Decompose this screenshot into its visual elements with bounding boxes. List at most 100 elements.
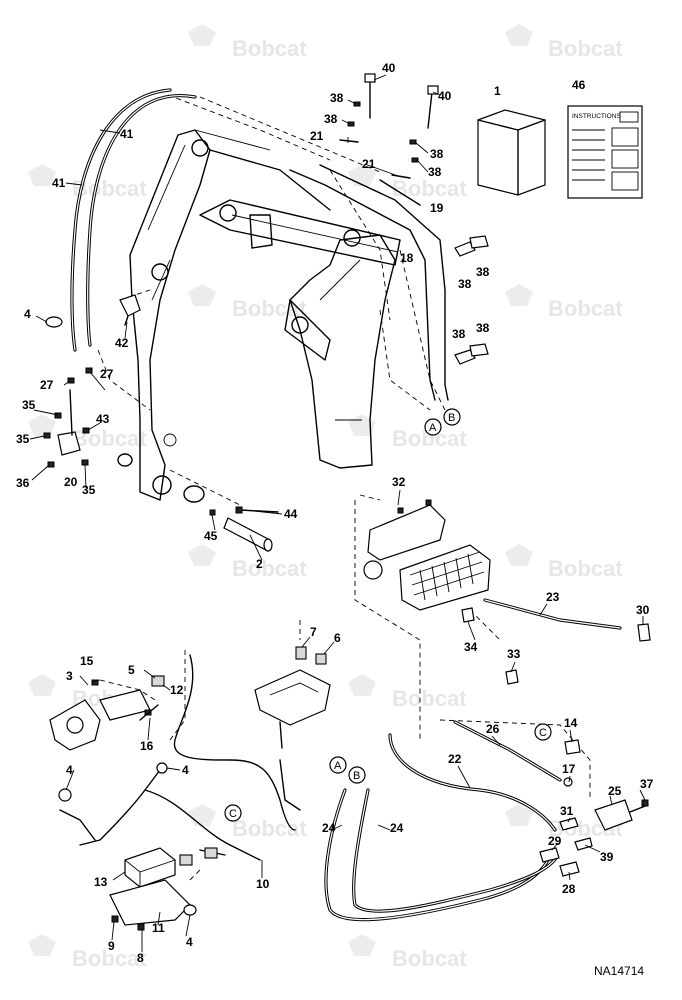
callout: 38	[428, 165, 442, 179]
svg-text:Bobcat: Bobcat	[232, 556, 307, 581]
instructions-label: INSTRUCTIONS	[572, 113, 621, 120]
callout: 32	[392, 475, 406, 489]
callout: 39	[600, 850, 614, 864]
callout: 46	[572, 78, 586, 92]
connector-c-right: C	[534, 723, 552, 741]
hose-41-pair	[70, 88, 197, 352]
watermark-logo: Bobcat	[188, 24, 307, 61]
callout: 8	[137, 951, 144, 965]
watermark-logo: Bobcat	[505, 284, 623, 321]
svg-text:B: B	[448, 412, 455, 424]
callout: 7	[310, 625, 317, 639]
callout: 1	[494, 84, 501, 98]
drawing-reference-code: NA14714	[594, 964, 644, 978]
callout: 40	[382, 61, 396, 75]
leader-lines	[29, 74, 646, 952]
callout: 18	[400, 251, 414, 265]
connector-a-upper: A	[424, 418, 442, 436]
watermark-logo: Bobcat	[348, 934, 467, 971]
instructions-sheet: INSTRUCTIONS	[567, 105, 643, 199]
fittings-29-31-28-39	[539, 817, 593, 877]
hose-26	[453, 720, 562, 782]
callout: 38	[452, 327, 466, 341]
callout: 24	[322, 821, 336, 835]
callout: 29	[548, 834, 562, 848]
callout: 15	[80, 654, 94, 668]
control-valve	[363, 499, 491, 623]
callout: 38	[330, 91, 344, 105]
connector-b-upper: B	[443, 408, 461, 426]
callout: 28	[562, 882, 576, 896]
callout: 38	[476, 265, 490, 279]
clip-4-top	[45, 316, 63, 328]
watermark-logo: Bobcat	[188, 284, 307, 321]
callout: 21	[362, 157, 376, 171]
svg-text:Bobcat: Bobcat	[548, 296, 623, 321]
o-ring	[117, 453, 205, 503]
fitting-33	[505, 669, 519, 685]
controller-13	[124, 847, 176, 888]
fitting-30	[637, 623, 651, 642]
callout: 20	[64, 475, 78, 489]
callout: 40	[438, 89, 452, 103]
watermark-logo: Bobcat	[28, 934, 147, 971]
svg-text:Bobcat: Bobcat	[232, 36, 307, 61]
callout: 21	[310, 129, 324, 143]
watermark-logo: Bobcat	[505, 24, 623, 61]
callout: 14	[564, 716, 578, 730]
callout: 44	[284, 507, 298, 521]
callout: 11	[152, 921, 165, 935]
clamp-38-lower	[454, 343, 489, 365]
callout: 38	[430, 147, 444, 161]
callout-labels: 1 46 40 40 38 38 21 38 38 21 19 18 38 38…	[16, 61, 654, 965]
callout: 34	[464, 640, 478, 654]
svg-text:C: C	[229, 808, 237, 820]
svg-text:Bobcat: Bobcat	[548, 36, 623, 61]
watermark-logo: Bobcat	[505, 544, 623, 581]
callout: 3	[66, 669, 73, 683]
callout: 42	[115, 336, 129, 350]
callout: 35	[16, 432, 30, 446]
callout: 33	[507, 647, 521, 661]
callout: 22	[448, 752, 462, 766]
callout: 2	[256, 557, 263, 571]
callout: 26	[486, 722, 500, 736]
bolt-assembly-top	[339, 73, 439, 179]
watermark-logo: Bobcat	[188, 544, 307, 581]
callout: 12	[170, 683, 184, 697]
connector-b-lower: B	[348, 766, 366, 784]
callout: 17	[562, 762, 576, 776]
callout: 30	[636, 603, 650, 617]
callout: 10	[256, 877, 270, 891]
callout: 41	[120, 127, 134, 141]
tube-18-19	[289, 164, 449, 401]
watermark-logo: Bobcat	[348, 674, 467, 711]
clamp-38-upper	[454, 235, 489, 257]
callout: 5	[128, 663, 135, 677]
watermark-logo: Bobcat	[28, 414, 147, 451]
connector-c-left: C	[224, 804, 242, 822]
callout: 36	[16, 476, 30, 490]
callout: 4	[186, 935, 193, 949]
callout: 4	[24, 307, 31, 321]
harness-connectors	[58, 762, 218, 866]
connector-a-lower: A	[329, 756, 347, 774]
pin-2	[209, 506, 279, 552]
fitting-17	[563, 777, 573, 787]
callout: 38	[324, 112, 338, 126]
parts-box	[477, 109, 546, 196]
callout: 27	[100, 367, 114, 381]
callout: 16	[140, 739, 154, 753]
callout: 4	[182, 763, 189, 777]
hose-22	[388, 733, 557, 832]
callout: 38	[476, 321, 490, 335]
hose-24-pair	[324, 788, 558, 922]
callout: 41	[52, 176, 66, 190]
hose-23	[483, 598, 622, 630]
callout: 19	[430, 201, 444, 215]
switch-panel	[254, 646, 331, 749]
svg-text:Bobcat: Bobcat	[392, 176, 467, 201]
bracket-11	[109, 879, 197, 931]
fitting-14	[564, 739, 581, 755]
callout: 24	[390, 821, 404, 835]
